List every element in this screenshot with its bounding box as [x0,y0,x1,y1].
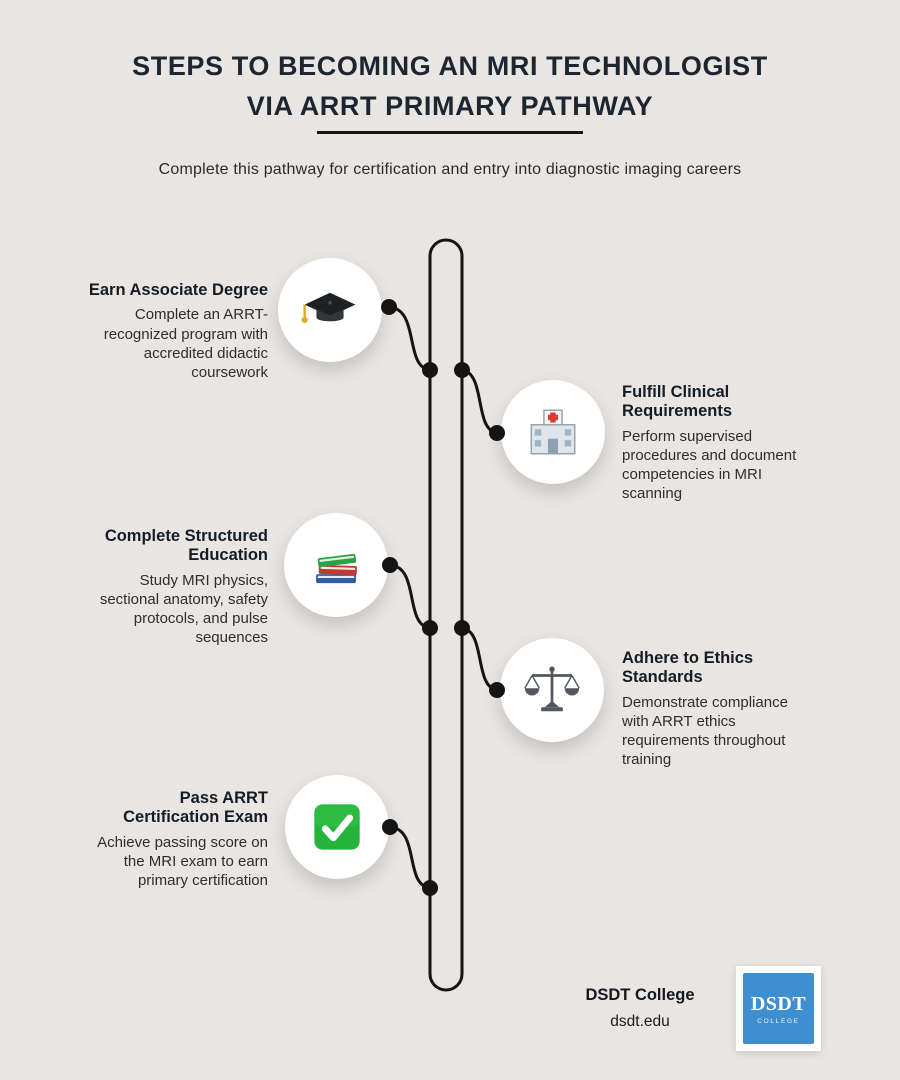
step-3-description: Study MRI physics, sectional anatomy, sa… [99,571,268,647]
dsdt-logo-badge: DSDT COLLEGE [743,973,814,1044]
step-2-text: Fulfill Clinical Requirements Perform su… [622,383,858,503]
step-4-text: Adhere to Ethics Standards Demonstrate c… [622,649,858,769]
step-5-icon-circle [285,775,389,879]
connector-step-3 [389,563,431,630]
step-4-title: Adhere to Ethics Standards [622,649,754,687]
step-4-icon-circle [500,638,604,742]
page-title: STEPS TO BECOMING AN MRI TECHNOLOGIST VI… [0,46,900,126]
step-3-text: Complete Structured Education Study MRI … [28,527,268,647]
step-2-title: Fulfill Clinical Requirements [622,383,733,421]
connector-step-4 [461,626,498,692]
timeline-spine [428,238,464,992]
footer-website: dsdt.edu [610,1013,670,1030]
step-1-icon-circle [278,258,382,362]
spine-dot-step-2 [454,362,470,378]
step-4-description: Demonstrate compliance with ARRT ethics … [622,693,788,769]
page-subtitle: Complete this pathway for certification … [158,161,742,178]
spine-dot-step-1 [422,362,438,378]
footer-org-name: DSDT College [585,986,695,1004]
dsdt-logo-subtext: COLLEGE [757,1017,800,1025]
spine-dot-step-3 [422,620,438,636]
step-5-text: Pass ARRT Certification Exam Achieve pas… [28,789,268,890]
step-3-title: Complete Structured Education [104,527,268,565]
node-dot-step-1 [381,299,397,315]
page-title-line-2: VIA ARRT PRIMARY PATHWAY [246,91,654,121]
graduation-cap-icon [301,292,356,324]
balance-scale-icon [524,666,580,712]
step-5-title: Pass ARRT Certification Exam [123,789,268,827]
check-mark-icon [314,804,360,850]
connector-step-2 [461,368,498,435]
spine-dot-step-4 [454,620,470,636]
title-underline [317,131,583,134]
connector-step-5 [389,825,431,890]
step-1-description: Complete an ARRT-recognized program with… [103,306,268,381]
hospital-icon [530,409,576,455]
step-2-icon-circle [501,380,605,484]
step-3-icon-circle [284,513,388,617]
step-2-description: Perform supervised procedures and docume… [622,427,797,503]
books-icon [316,553,357,584]
step-1-title: Earn Associate Degree [88,281,268,299]
step-5-description: Achieve passing score on the MRI exam to… [97,833,268,890]
connector-step-1 [388,305,431,372]
spine-dot-step-5 [422,880,438,896]
step-1-text: Earn Associate Degree Complete an ARRT-r… [28,281,268,382]
dsdt-logo: DSDT COLLEGE [736,966,821,1051]
dsdt-logo-text: DSDT [750,992,807,1015]
page-title-line-1: STEPS TO BECOMING AN MRI TECHNOLOGIST [132,51,768,81]
